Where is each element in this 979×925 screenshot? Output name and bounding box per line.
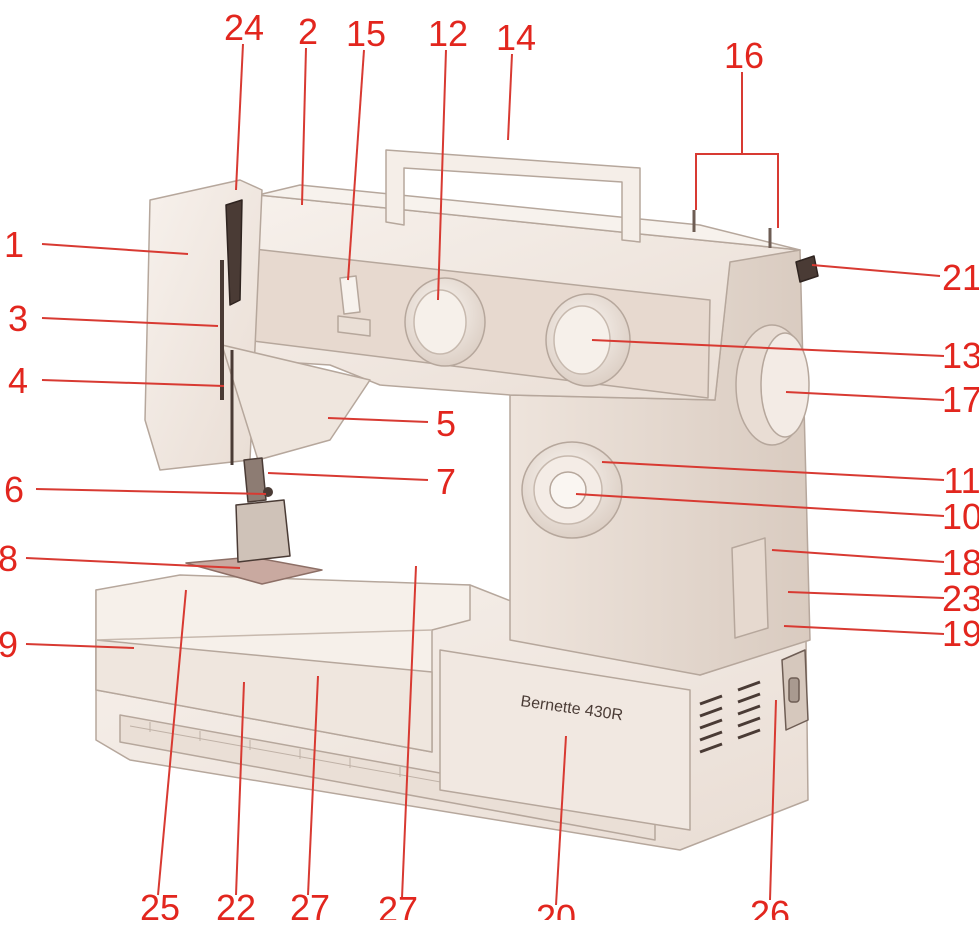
leader-2 xyxy=(301,47,307,206)
callout-25: 25 xyxy=(140,887,180,920)
callout-23: 23 xyxy=(942,578,979,619)
callout-12: 12 xyxy=(428,13,468,54)
leader-12 xyxy=(437,49,447,301)
leader-22 xyxy=(235,681,245,896)
callout-14: 14 xyxy=(496,17,536,58)
callout-8: 8 xyxy=(0,538,18,579)
callout-4: 4 xyxy=(8,360,28,401)
callout-19: 19 xyxy=(942,613,979,654)
callout-15: 15 xyxy=(346,13,386,54)
callout-leaders xyxy=(25,43,945,906)
leader-17 xyxy=(785,391,945,401)
leader-7 xyxy=(267,472,429,481)
thread-take-up-lever xyxy=(225,199,243,306)
callout-24: 24 xyxy=(224,7,264,48)
accessory-box-front xyxy=(95,639,433,753)
needle-bar xyxy=(243,457,267,503)
callout-26: 26 xyxy=(750,893,790,920)
leader-11 xyxy=(601,461,945,481)
callout-21: 21 xyxy=(942,257,979,298)
callout-10: 10 xyxy=(942,496,979,537)
callout-11: 11 xyxy=(943,460,979,501)
leader-19 xyxy=(783,625,945,635)
head-underside xyxy=(221,344,371,461)
ventilation-grille xyxy=(699,680,761,754)
leader-6 xyxy=(35,488,267,495)
callout-9: 9 xyxy=(0,624,18,665)
callout-3: 3 xyxy=(8,298,28,339)
callout-17: 17 xyxy=(942,379,979,420)
bobbin-winder-stop xyxy=(795,255,819,283)
leader-5 xyxy=(327,417,429,423)
callout-18: 18 xyxy=(942,542,979,583)
leader-26 xyxy=(769,699,777,901)
leader-24 xyxy=(235,43,244,191)
callout-13: 13 xyxy=(942,335,979,376)
leader-27a xyxy=(307,675,319,896)
leader-21 xyxy=(811,264,941,277)
leader-3 xyxy=(41,317,219,327)
callout-20: 20 xyxy=(536,897,576,920)
leader-25 xyxy=(157,589,187,896)
callout-27-b: 27 xyxy=(378,889,418,920)
spool-pins xyxy=(692,210,772,248)
leader-16-bracket xyxy=(695,153,779,228)
callout-6: 6 xyxy=(4,469,24,510)
machine-illustration: Bernette 430R xyxy=(95,149,819,851)
leader-14 xyxy=(507,53,513,141)
leader-10 xyxy=(575,493,945,517)
carrying-handle xyxy=(385,149,641,243)
bobbin-winder xyxy=(731,537,769,639)
leader-13 xyxy=(591,339,945,357)
leader-1 xyxy=(41,243,189,255)
leader-23 xyxy=(787,591,945,599)
leader-18 xyxy=(771,549,945,563)
callout-7: 7 xyxy=(436,461,456,502)
presser-foot xyxy=(235,499,291,563)
callout-27-a: 27 xyxy=(290,887,330,920)
callout-1: 1 xyxy=(4,224,24,265)
leader-15 xyxy=(347,49,365,281)
leader-8 xyxy=(25,557,241,569)
callout-5: 5 xyxy=(436,403,456,444)
needle-plate xyxy=(185,556,323,585)
leader-4 xyxy=(41,379,225,387)
leader-27b xyxy=(401,565,417,899)
callout-2: 2 xyxy=(298,11,318,52)
callout-16: 16 xyxy=(724,35,764,76)
stitch-lever xyxy=(339,275,361,315)
leader-9 xyxy=(25,643,135,649)
leader-20 xyxy=(555,735,567,906)
callout-labels: 24 2 15 12 14 16 1 3 4 5 6 7 8 9 21 13 1… xyxy=(0,7,979,925)
callout-22: 22 xyxy=(216,887,256,920)
